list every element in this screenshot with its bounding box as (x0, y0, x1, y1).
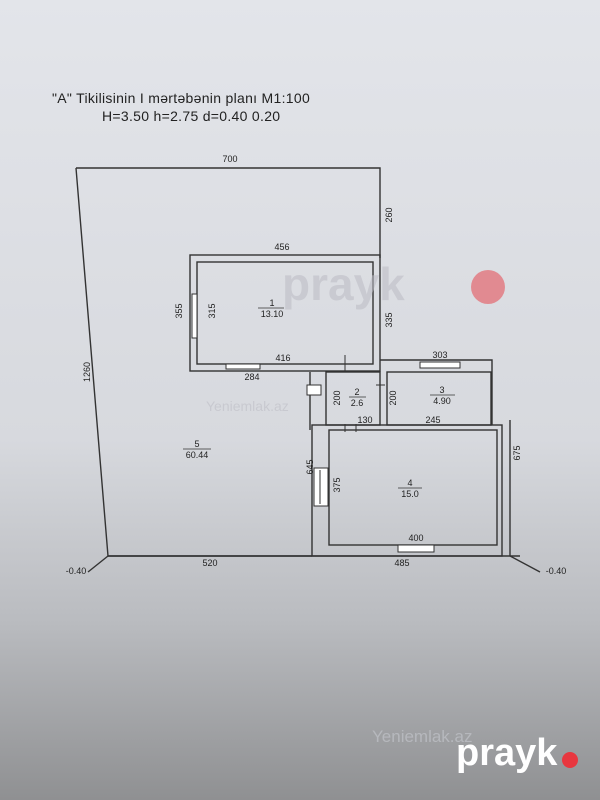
plan-parameters: H=3.50 h=2.75 d=0.40 0.20 (102, 108, 281, 124)
level-left: -0.40 (66, 566, 87, 576)
dim-right-upper: 260 (384, 207, 394, 222)
watermark-site: Yeniemlak.az (206, 398, 289, 414)
room3-number: 3 (439, 385, 444, 395)
dim-bottom-left: 520 (202, 558, 217, 568)
dim-bottom-right: 485 (394, 558, 409, 568)
dim-room1-left: 355 (174, 303, 184, 318)
window-room1-left (191, 293, 198, 339)
window-room1-bottom (225, 363, 261, 370)
room4-number: 4 (407, 478, 412, 488)
room1-outer-wall (189, 254, 381, 372)
room3-area: 4.90 (433, 396, 451, 406)
dim-room4-left-inner: 375 (332, 477, 342, 492)
dim-room1-bottom: 416 (275, 353, 290, 363)
watermark-brand: prayk (282, 258, 405, 310)
room1-number: 1 (269, 298, 274, 308)
left-base-corner (87, 555, 109, 573)
room4-area: 15.0 (401, 489, 419, 499)
window-room4-left (313, 467, 329, 507)
level-right: -0.40 (546, 566, 567, 576)
dim-room4-left-outer: 645 (305, 459, 315, 474)
dim-room4-bottom: 400 (408, 533, 423, 543)
window-room3-top (419, 361, 461, 369)
dim-left-outer: 1260 (82, 362, 92, 382)
dim-corridor: 130 (357, 415, 372, 425)
room2-area: 2.6 (351, 398, 364, 408)
dim-room1-top: 456 (274, 242, 289, 252)
dim-top-outer: 700 (222, 154, 237, 164)
door-room2 (306, 384, 322, 396)
right-outer-wall (509, 420, 541, 573)
plan-title: "A" Tikilisinin I mərtəbənin planı M1:10… (52, 90, 311, 106)
dim-room3-bottom: 245 (425, 415, 440, 425)
room4-inner-wall (328, 429, 498, 546)
room5-number: 5 (194, 439, 199, 449)
dim-room2-left: 200 (332, 390, 342, 405)
dim-room3-top: 303 (432, 350, 447, 360)
room5-area: 60.44 (186, 450, 209, 460)
dim-room1-right: 335 (384, 312, 394, 327)
bottom-watermark-site: Yeniemlak.az (372, 727, 473, 746)
dim-window-284: 284 (244, 372, 259, 382)
window-room4-bottom (397, 544, 435, 553)
dim-room1-inner-left: 315 (207, 303, 217, 318)
dim-room3-left: 200 (388, 390, 398, 405)
dim-right-lower: 675 (512, 445, 522, 460)
watermark-dot-icon (471, 270, 505, 304)
outer-wall-top (76, 167, 381, 258)
room2-number: 2 (354, 387, 359, 397)
room1-area: 13.10 (261, 309, 284, 319)
bottom-logo-dot-icon (562, 752, 578, 768)
room3-outer-wall (380, 359, 493, 425)
bottom-logo: prayk (456, 732, 558, 774)
